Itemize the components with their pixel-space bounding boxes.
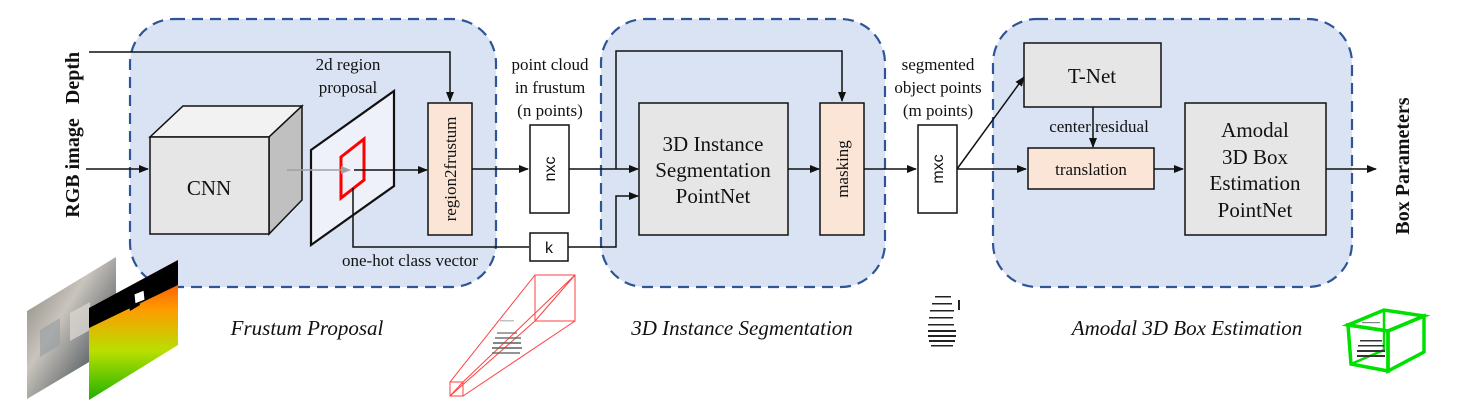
stage-title-frustum-proposal: Frustum Proposal — [230, 316, 384, 340]
image-plane — [309, 88, 396, 248]
k-label: k — [545, 240, 554, 257]
box-est-label-4: PointNet — [1218, 198, 1293, 222]
masking-label: masking — [833, 140, 852, 198]
onehot-label: one-hot class vector — [342, 251, 478, 270]
translation-label: translation — [1055, 160, 1127, 179]
point-cloud-label-3: (n points) — [517, 101, 583, 120]
region-proposal-label-1: 2d region — [316, 55, 381, 74]
masking-block — [819, 102, 865, 236]
box-est-label-3: Estimation — [1210, 171, 1301, 195]
segmentation-pointnet-block — [638, 102, 789, 236]
onehot-line — [352, 188, 529, 248]
stage-title-instance-segmentation: 3D Instance Segmentation — [630, 316, 853, 340]
tnet-label: T-Net — [1068, 64, 1116, 88]
box-est-label-2: 3D Box — [1222, 145, 1288, 169]
translation-block — [1027, 147, 1155, 190]
point-cloud-label-2: in frustum — [515, 78, 585, 97]
box-estimation-pointnet-block — [1184, 102, 1327, 236]
3d-box-illustration — [1341, 308, 1431, 374]
mxc-label: mxc — [930, 154, 947, 183]
segmented-label-1: segmented — [902, 55, 975, 74]
region-proposal-label-2: proposal — [319, 78, 378, 97]
pointcloud-to-masking-arrow — [615, 50, 846, 169]
rgb-image-thumbnail — [27, 257, 116, 399]
rgb-input-label: RGB image — [62, 118, 84, 218]
depth-input-label: Depth — [62, 52, 84, 104]
seg-label-3: PointNet — [676, 184, 751, 208]
segmented-points-illustration — [928, 296, 960, 347]
depth-arrow — [89, 51, 454, 102]
center-residual-label: center residual — [1049, 117, 1149, 136]
box-est-label-1: Amodal — [1221, 118, 1289, 142]
region2frustum-label: region2frustum — [441, 117, 460, 222]
nxc-tensor — [529, 124, 570, 214]
cnn-label: CNN — [187, 176, 231, 200]
region2frustum-block — [427, 102, 473, 236]
mxc-to-tnet-arrow — [956, 76, 1025, 170]
frustum-car-points — [492, 320, 522, 354]
segmented-label-2: object points — [894, 78, 981, 97]
tnet-block — [1023, 42, 1162, 108]
box-points — [1357, 322, 1385, 357]
proposal-box-icon — [339, 135, 366, 202]
depth-image-thumbnail — [89, 260, 178, 400]
k-tensor — [529, 232, 569, 262]
k-to-seg-arrow — [568, 192, 639, 248]
seg-label-1: 3D Instance — [663, 132, 764, 156]
seg-label-2: Segmentation — [655, 158, 771, 182]
cnn-block: CNN — [148, 104, 304, 236]
frustum-pointcloud-illustration — [449, 274, 576, 397]
segmented-label-3: (m points) — [903, 101, 973, 120]
nxc-label: nxc — [542, 157, 559, 182]
stage-title-box-estimation: Amodal 3D Box Estimation — [1070, 316, 1302, 340]
box-parameters-label: Box Parameters — [1392, 97, 1414, 234]
point-cloud-label-1: point cloud — [512, 55, 589, 74]
